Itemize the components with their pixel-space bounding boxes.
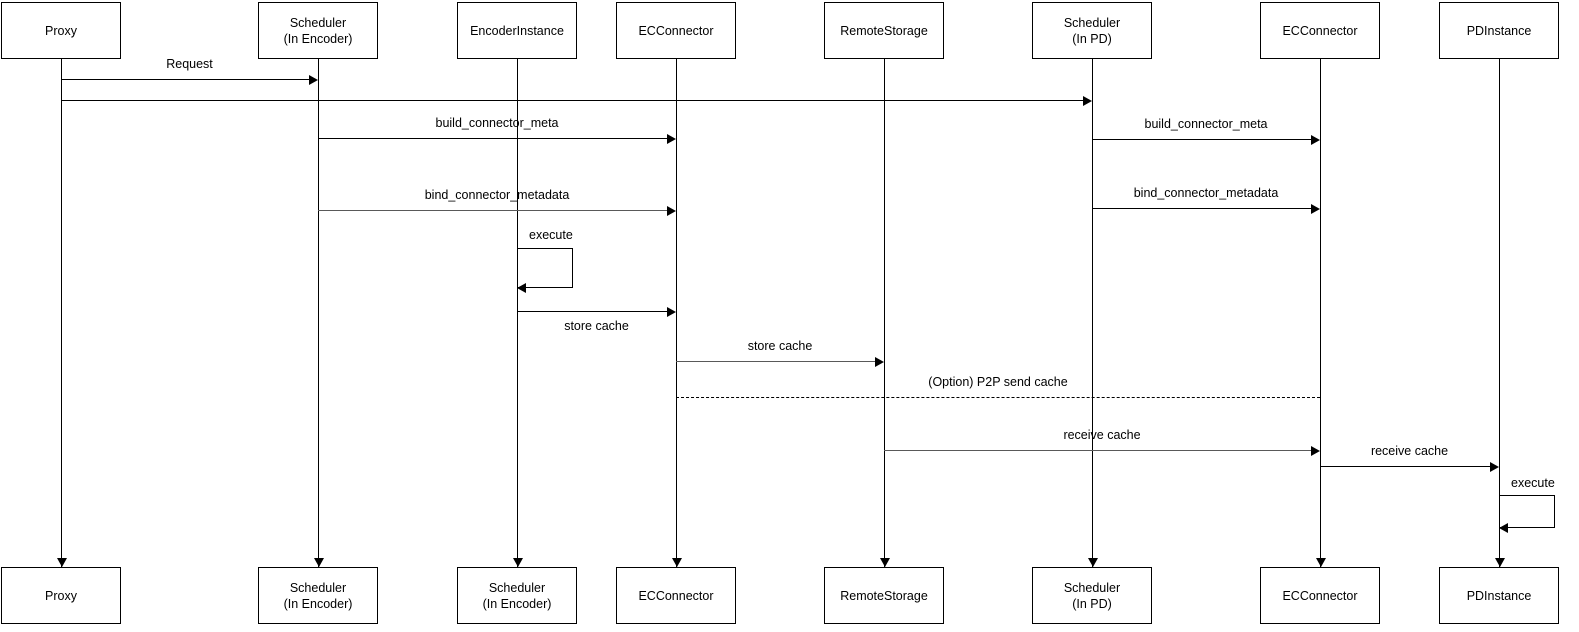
message-line-m7 <box>517 311 667 312</box>
message-line-m8 <box>676 361 875 362</box>
participant-sublabel: (In PD) <box>1072 596 1112 611</box>
self-message-label-s2: execute <box>1511 476 1555 490</box>
participant-label: ECConnector <box>638 588 714 603</box>
message-label-m7: store cache <box>564 319 629 333</box>
participant-label: ECConnector <box>638 23 714 38</box>
participant-label: EncoderInstance <box>470 23 564 38</box>
message-label-m10: receive cache <box>1063 428 1141 442</box>
participant-box-remote_store-bottom: RemoteStorage <box>824 567 944 624</box>
participant-box-sched_enc-top: Scheduler(In Encoder) <box>258 2 378 59</box>
self-message-arrowhead-s2 <box>1499 523 1508 533</box>
message-line-m11 <box>1320 466 1490 467</box>
participant-label: Scheduler <box>1063 580 1121 595</box>
lifeline-proxy <box>61 59 62 567</box>
self-message-loop-s2 <box>1499 495 1555 528</box>
message-label-m4: build_connector_meta <box>1144 117 1268 131</box>
participant-box-pd_inst-bottom: PDInstance <box>1439 567 1559 624</box>
participant-box-proxy-top: Proxy <box>1 2 121 59</box>
participant-box-ec_conn_enc-bottom: ECConnector <box>616 567 736 624</box>
message-arrowhead-m6 <box>1311 204 1320 214</box>
participant-label: RemoteStorage <box>840 588 928 603</box>
lifeline-end-arrow-sched_pd <box>1088 558 1098 567</box>
participant-box-ec_conn_pd-bottom: ECConnector <box>1260 567 1380 624</box>
participant-sublabel: (In Encoder) <box>283 596 353 611</box>
message-line-m3 <box>318 138 667 139</box>
participant-label: PDInstance <box>1466 588 1532 603</box>
self-message-arrowhead-s1 <box>517 283 526 293</box>
message-label-m6: bind_connector_metadata <box>1133 186 1279 200</box>
lifeline-sched_enc <box>318 59 319 567</box>
message-arrowhead-m2 <box>1083 96 1092 106</box>
participant-label: Proxy <box>45 588 77 603</box>
lifeline-ec_conn_enc <box>676 59 677 567</box>
message-arrowhead-m5 <box>667 206 676 216</box>
message-line-m4 <box>1092 139 1311 140</box>
lifeline-encoder_inst <box>517 59 518 567</box>
participant-sublabel: (In PD) <box>1072 31 1112 46</box>
participant-label: Scheduler <box>289 580 347 595</box>
message-label-m9: (Option) P2P send cache <box>928 375 1068 389</box>
self-message-loop-s1 <box>517 248 573 288</box>
participant-box-sched_pd-top: Scheduler(In PD) <box>1032 2 1152 59</box>
message-arrowhead-m11 <box>1490 462 1499 472</box>
lifeline-end-arrow-encoder_inst <box>513 558 523 567</box>
participant-box-ec_conn_enc-top: ECConnector <box>616 2 736 59</box>
participant-sublabel: (In Encoder) <box>482 596 552 611</box>
message-line-m5 <box>318 210 667 211</box>
lifeline-ec_conn_pd <box>1320 59 1321 567</box>
message-arrowhead-m1 <box>309 75 318 85</box>
self-message-label-s1: execute <box>529 228 573 242</box>
lifeline-pd_inst <box>1499 59 1500 567</box>
participant-box-pd_inst-top: PDInstance <box>1439 2 1559 59</box>
lifeline-remote_store <box>884 59 885 567</box>
lifeline-end-arrow-ec_conn_pd <box>1316 558 1326 567</box>
participant-label: Scheduler <box>289 15 347 30</box>
participant-box-remote_store-top: RemoteStorage <box>824 2 944 59</box>
message-label-m11: receive cache <box>1370 444 1449 458</box>
participant-label: PDInstance <box>1466 23 1532 38</box>
message-line-m6 <box>1092 208 1311 209</box>
participant-label: Scheduler <box>488 580 546 595</box>
message-line-m10 <box>884 450 1311 451</box>
participant-label: ECConnector <box>1282 23 1358 38</box>
message-label-m1: Request <box>166 57 213 71</box>
message-arrowhead-m7 <box>667 307 676 317</box>
lifeline-end-arrow-sched_enc <box>314 558 324 567</box>
participant-box-sched_enc-bottom: Scheduler(In Encoder) <box>258 567 378 624</box>
lifeline-sched_pd <box>1092 59 1093 567</box>
lifeline-end-arrow-remote_store <box>880 558 890 567</box>
participant-box-encoder_inst-bottom: Scheduler(In Encoder) <box>457 567 577 624</box>
participant-box-proxy-bottom: Proxy <box>1 567 121 624</box>
lifeline-end-arrow-pd_inst <box>1495 558 1505 567</box>
participant-label: Scheduler <box>1063 15 1121 30</box>
participant-box-encoder_inst-top: EncoderInstance <box>457 2 577 59</box>
message-arrowhead-m10 <box>1311 446 1320 456</box>
message-arrowhead-m8 <box>875 357 884 367</box>
participant-box-sched_pd-bottom: Scheduler(In PD) <box>1032 567 1152 624</box>
message-line-m2 <box>61 100 1083 101</box>
message-line-m9 <box>676 397 1320 398</box>
participant-label: Proxy <box>45 23 77 38</box>
message-label-m8: store cache <box>747 339 813 353</box>
lifeline-end-arrow-proxy <box>57 558 67 567</box>
message-label-m5: bind_connector_metadata <box>424 188 570 202</box>
message-arrowhead-m4 <box>1311 135 1320 145</box>
message-label-m3: build_connector_meta <box>435 116 559 130</box>
participant-sublabel: (In Encoder) <box>283 31 353 46</box>
participant-label: ECConnector <box>1282 588 1358 603</box>
message-arrowhead-m3 <box>667 134 676 144</box>
lifeline-end-arrow-ec_conn_enc <box>672 558 682 567</box>
participant-box-ec_conn_pd-top: ECConnector <box>1260 2 1380 59</box>
message-line-m1 <box>61 79 309 80</box>
participant-label: RemoteStorage <box>840 23 928 38</box>
